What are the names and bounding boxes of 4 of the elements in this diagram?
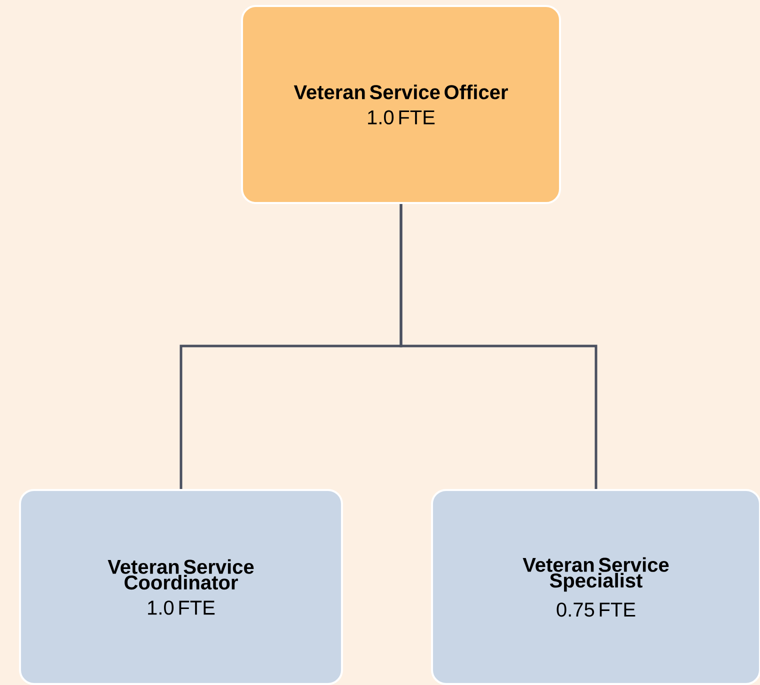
connector-line — [400, 204, 598, 489]
org-box: Veteran Service Officer 1.0 FTE — [241, 5, 561, 204]
org-box: Veteran Service Coordinator 1.0 FTE — [19, 489, 343, 685]
org-box: Veteran Service Specialist 0.75 FTE — [431, 489, 760, 685]
